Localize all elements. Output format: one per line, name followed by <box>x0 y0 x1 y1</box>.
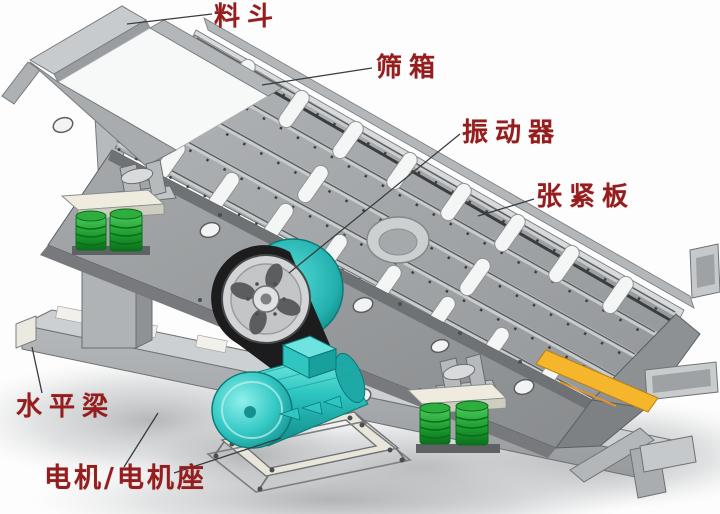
label-screen-box: 筛箱 <box>376 53 443 83</box>
leader-screen-box <box>261 67 373 86</box>
leader-motor <box>123 412 159 468</box>
leader-lines <box>31 13 535 474</box>
label-tension-plate: 张紧板 <box>536 182 636 212</box>
tension-strip <box>535 349 659 413</box>
leader-horizontal-beam <box>31 346 43 394</box>
right-support-legs <box>569 427 697 499</box>
leader-hopper <box>126 13 213 25</box>
spring-support-right <box>406 353 508 453</box>
leader-vibrator <box>288 133 461 274</box>
vibrator-pulley <box>221 254 311 344</box>
clevis-pin <box>120 167 154 185</box>
bolt-holes <box>52 116 535 405</box>
leader-motor-base <box>173 437 282 474</box>
springs-right <box>419 400 489 446</box>
label-vibrator: 振动器 <box>462 118 562 148</box>
leader-tension-plate <box>477 198 535 217</box>
springs-left <box>75 208 143 252</box>
clevis-pin <box>442 363 476 381</box>
label-hopper: 料斗 <box>214 2 281 32</box>
feed-hopper <box>1 5 283 167</box>
motor-mount-wedges <box>278 395 343 421</box>
motor <box>211 335 369 449</box>
motor-terminal-box <box>281 335 338 379</box>
label-motor-and-base: 电机/电机座 <box>44 463 207 494</box>
spring-support-left <box>60 159 177 255</box>
label-horizontal-beam: 水平梁 <box>16 392 116 422</box>
